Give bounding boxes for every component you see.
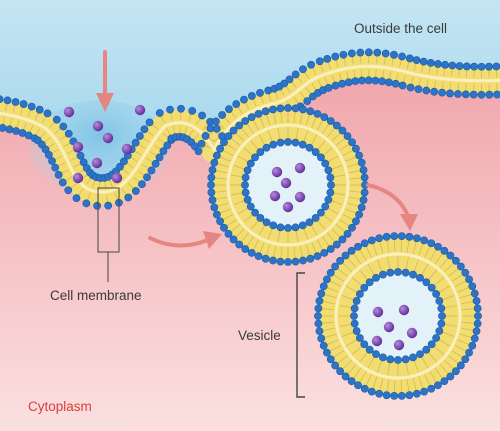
molecule xyxy=(111,172,123,184)
molecule xyxy=(91,157,103,169)
cytoplasm-label: Cytoplasm xyxy=(28,399,92,414)
molecule xyxy=(294,191,306,203)
entry-arrow-icon xyxy=(96,50,114,112)
molecule xyxy=(280,177,292,189)
cargo-molecules xyxy=(63,104,418,351)
molecule xyxy=(63,106,75,118)
molecule xyxy=(134,104,146,116)
curved-arrow-icon xyxy=(366,183,418,231)
molecule xyxy=(121,143,133,155)
molecule xyxy=(282,201,294,213)
bracket-icon xyxy=(296,272,305,398)
molecule xyxy=(269,190,281,202)
molecule xyxy=(398,304,410,316)
molecule xyxy=(393,339,405,351)
molecule xyxy=(102,132,114,144)
vesicle-label: Vesicle xyxy=(238,328,281,343)
outside-label: Outside the cell xyxy=(354,21,447,36)
molecule xyxy=(372,306,384,318)
molecule xyxy=(271,166,283,178)
curved-arrow-icon xyxy=(148,231,222,249)
molecule xyxy=(406,327,418,339)
free-vesicle xyxy=(314,232,482,400)
membrane-label: Cell membrane xyxy=(50,288,142,303)
molecule xyxy=(383,321,395,333)
molecule xyxy=(371,335,383,347)
molecule xyxy=(294,162,306,174)
molecule xyxy=(72,172,84,184)
molecule xyxy=(72,141,84,153)
molecule xyxy=(92,120,104,132)
